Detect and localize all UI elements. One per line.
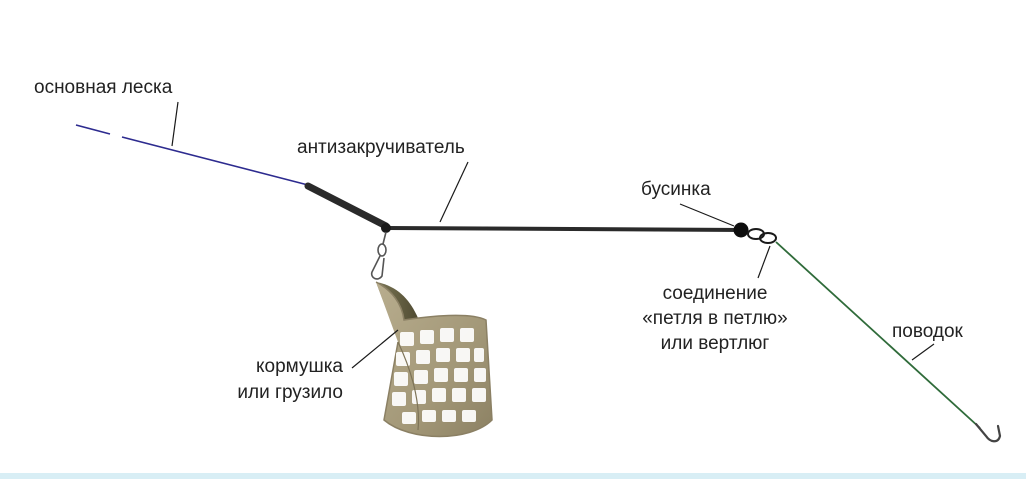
label-main-line: основная леска <box>34 77 173 98</box>
label-feeder-line2: или грузило <box>237 382 343 403</box>
label-connection-line2: «петля в петлю» <box>642 308 788 329</box>
bead <box>733 222 749 238</box>
loop-connection <box>747 228 777 244</box>
feeder-basket <box>375 281 493 438</box>
label-leader: поводок <box>892 321 964 342</box>
label-anti-tangle: антизакручиватель <box>297 137 465 158</box>
leader-line <box>775 241 981 429</box>
boom-junction <box>381 223 391 233</box>
label-connection-line3: или вертлюг <box>661 333 770 354</box>
label-feeder-line1: кормушка <box>256 356 343 377</box>
snap-swivel <box>370 231 387 280</box>
main-line <box>75 124 309 186</box>
label-connection-line1: соединение <box>663 283 768 304</box>
anti-tangle-boom <box>304 182 746 233</box>
pointer-lines <box>171 101 935 369</box>
bottom-strip <box>0 473 1026 479</box>
feeder-grid <box>392 328 486 424</box>
hook <box>974 422 1002 443</box>
label-bead: бусинка <box>641 179 711 200</box>
